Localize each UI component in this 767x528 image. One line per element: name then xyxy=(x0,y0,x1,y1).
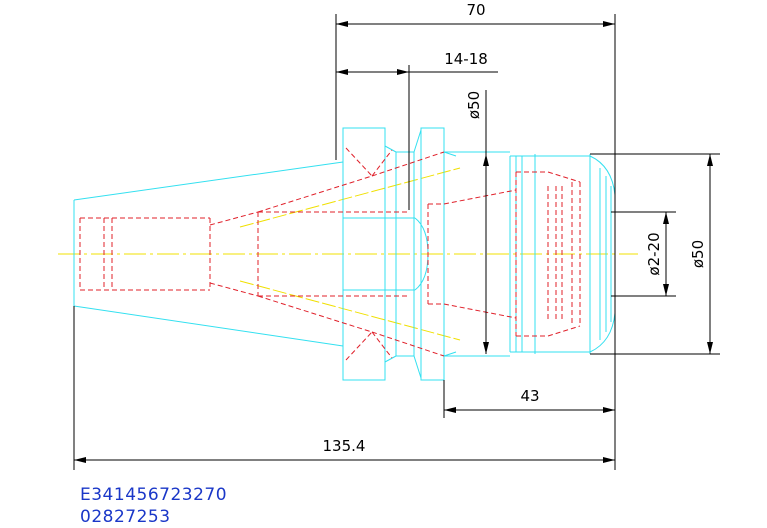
dim-shank-dia-text: ø50 xyxy=(465,91,483,119)
part-code-secondary: 02827253 xyxy=(80,507,171,527)
dim-nose-length-text: 43 xyxy=(520,387,539,405)
dim-collet-range-text: ø2-20 xyxy=(645,232,663,275)
dim-nose-dia-text: ø50 xyxy=(689,240,707,268)
dim-total-length-text: 135.4 xyxy=(323,437,366,455)
dimension-lines xyxy=(73,14,720,470)
part-code-primary: E341456723270 xyxy=(80,485,228,505)
hidden-lines xyxy=(79,147,581,361)
tool-holder-outline xyxy=(73,127,616,381)
dim-flange-length-text: 14-18 xyxy=(444,50,488,68)
part-codes: E341456723270 02827253 xyxy=(80,484,227,528)
center-line xyxy=(58,167,638,341)
dim-overall-length-text: 70 xyxy=(466,1,485,19)
